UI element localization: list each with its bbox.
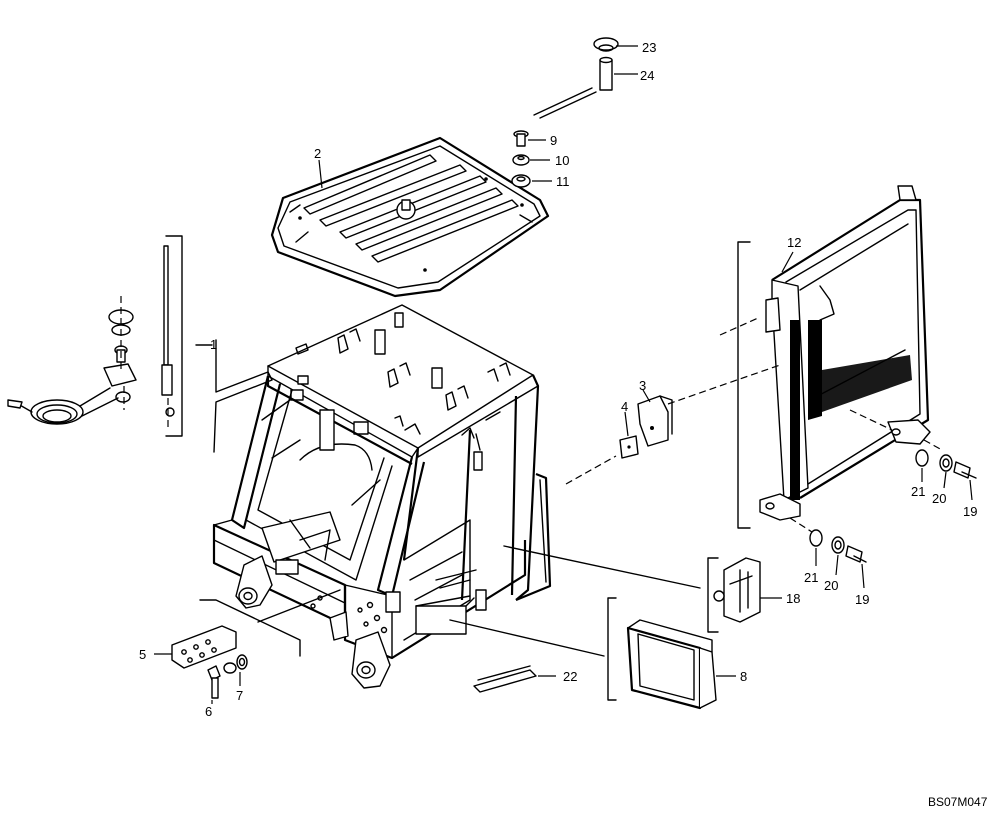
callout-24: 24 (640, 68, 654, 83)
seal-strip (473, 665, 537, 693)
roof-trim-panel (270, 136, 550, 298)
callout-6: 6 (205, 704, 212, 719)
callout-labels: 1 2 3 4 5 6 7 8 9 10 11 12 18 19 19 20 2… (139, 40, 977, 719)
antenna-assembly (7, 235, 273, 453)
mount-bracket (171, 589, 341, 699)
callout-21-lower: 21 (804, 570, 818, 585)
callout-7: 7 (236, 688, 243, 703)
callout-20-upper: 20 (932, 491, 946, 506)
callout-22: 22 (563, 669, 577, 684)
drawing-code: BS07M047 (928, 795, 988, 809)
cab-frame (212, 304, 552, 689)
callout-8: 8 (740, 669, 747, 684)
callout-19-lower: 19 (855, 592, 869, 607)
callout-11: 11 (556, 174, 570, 189)
light-cover (449, 597, 717, 710)
fasteners-lower-right (809, 529, 867, 563)
leader-lines (154, 45, 973, 704)
callout-9: 9 (550, 133, 557, 148)
callout-21-upper: 21 (911, 484, 925, 499)
callout-3: 3 (639, 378, 646, 393)
callout-23: 23 (642, 40, 656, 55)
brackets-3-4 (565, 395, 673, 485)
fastener-stack (511, 37, 619, 188)
callout-2: 2 (314, 146, 321, 161)
fasteners-upper-right (915, 449, 977, 479)
callout-4: 4 (621, 399, 628, 414)
cooler-core (667, 185, 943, 533)
callout-19-upper: 19 (963, 504, 977, 519)
door-latch (503, 545, 761, 633)
callout-12: 12 (787, 235, 801, 250)
callout-1: 1 (210, 337, 217, 352)
callout-10: 10 (555, 153, 569, 168)
callout-18: 18 (786, 591, 800, 606)
callout-20-lower: 20 (824, 578, 838, 593)
callout-5: 5 (139, 647, 146, 662)
